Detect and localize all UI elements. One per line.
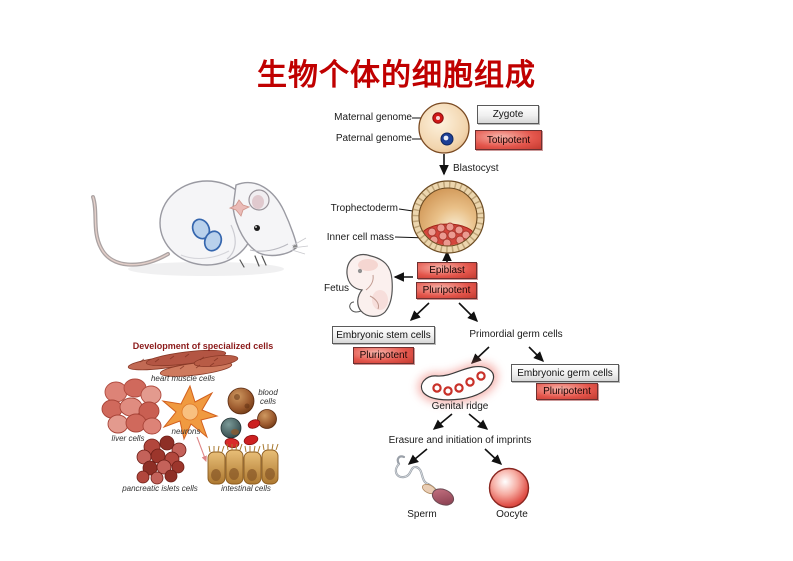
label-sperm: Sperm — [407, 509, 437, 520]
paternal-genome-dot — [440, 132, 454, 146]
label-liver-cells: liver cells — [111, 434, 145, 443]
label-erasure-imprints: Erasure and initiation of imprints — [388, 435, 532, 446]
blue-cell-patch — [191, 218, 223, 252]
label-blastocyst: Blastocyst — [453, 163, 499, 174]
label-heart-muscle-cells: heart muscle cells — [150, 374, 216, 383]
oocyte-illustration — [488, 467, 530, 509]
label-oocyte: Oocyte — [496, 509, 528, 520]
page-title: 生物个体的细胞组成 — [257, 58, 536, 94]
label-genital-ridge: Genital ridge — [431, 401, 489, 412]
label-blood-cells: blood cells — [258, 388, 278, 406]
specialized-cells-title: Development of specialized cells — [132, 341, 274, 351]
label-maternal-genome: Maternal genome — [334, 112, 412, 123]
totipotent-box: Totipotent — [475, 130, 542, 150]
specialized-cells-illustration — [101, 349, 279, 485]
embryonic-germ-cells-box: Embryonic germ cells — [511, 364, 619, 382]
sperm-illustration — [394, 455, 455, 506]
epiblast-box: Epiblast — [417, 262, 477, 279]
inner-cell-mass-art — [420, 222, 476, 246]
pink-cell-patch — [228, 199, 251, 217]
pluripotent-box-epiblast: Pluripotent — [416, 282, 477, 299]
liver-cells-art — [101, 378, 162, 435]
label-intestinal-cells: intestinal cells — [221, 484, 271, 493]
maternal-genome-dot — [432, 112, 444, 124]
mouse-illustration — [91, 180, 309, 276]
intestinal-cells-art — [207, 443, 279, 485]
neuron-art — [161, 384, 219, 463]
embryonic-stem-cells-box: Embryonic stem cells — [332, 326, 435, 344]
label-pancreatic-islets-cells: pancreatic islets cells — [122, 484, 198, 493]
label-trophectoderm: Trophectoderm — [330, 203, 398, 214]
label-inner-cell-mass: Inner cell mass — [326, 232, 394, 243]
zygote-box: Zygote — [477, 105, 539, 124]
pluripotent-box-escs: Pluripotent — [353, 347, 414, 364]
label-paternal-genome: Paternal genome — [335, 133, 412, 144]
zygote-illustration — [418, 102, 470, 154]
label-fetus: Fetus — [324, 283, 350, 294]
pluripotent-box-egcs: Pluripotent — [536, 383, 598, 400]
blastocyst-illustration — [411, 180, 485, 254]
label-neurons: neurons — [171, 427, 201, 436]
label-primordial-germ-cells: Primordial germ cells — [469, 329, 563, 340]
genital-ridge-illustration — [417, 362, 498, 404]
